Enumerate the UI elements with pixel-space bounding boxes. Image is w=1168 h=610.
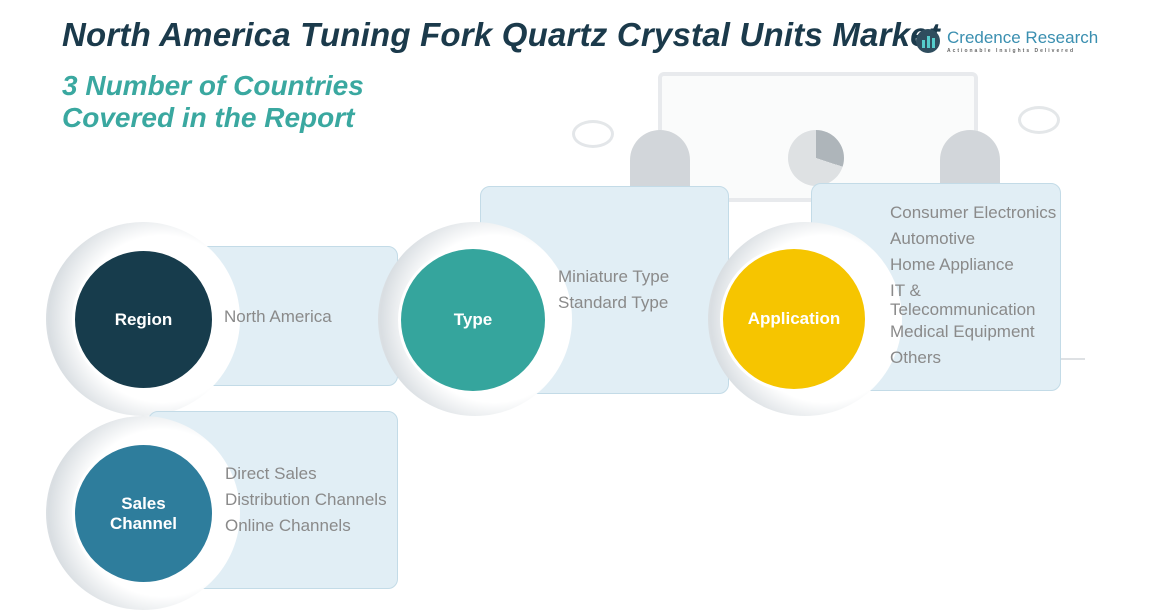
chat-bubble-icon — [1018, 106, 1060, 134]
sales-channel-item: Direct Sales — [225, 464, 317, 483]
person-icon — [630, 130, 690, 190]
application-item: Home Appliance — [890, 255, 1014, 274]
application-item: Automotive — [890, 229, 976, 248]
logo-tagline: Actionable Insights Delivered — [947, 48, 1076, 54]
logo: Credence Research Actionable Insights De… — [915, 28, 1098, 54]
subtitle-line-1: 3 Number of Countries — [62, 70, 364, 101]
sales-channel-label-1: Sales — [121, 493, 166, 513]
application-item: Others — [890, 348, 942, 367]
application-circle: Application — [720, 246, 868, 392]
type-item: Miniature Type — [558, 267, 670, 286]
logo-name: Credence Research — [947, 28, 1099, 47]
sales-channel-circle: Sales Channel — [72, 442, 215, 585]
type-label: Type — [453, 310, 493, 329]
sales-channel-items: Direct Sales Distribution Channels Onlin… — [225, 461, 387, 539]
chat-bubble-icon — [572, 120, 614, 148]
type-item: Standard Type — [558, 293, 669, 312]
page-title: North America Tuning Fork Quartz Crystal… — [62, 16, 940, 53]
sales-channel-item: Distribution Channels — [225, 490, 387, 509]
application-items: Consumer Electronics Automotive Home App… — [890, 200, 1056, 371]
sales-channel-label-2: Channel — [109, 513, 178, 533]
application-item: IT & — [890, 281, 921, 300]
logo-icon — [916, 29, 940, 53]
region-circle: Region — [72, 248, 215, 391]
application-item: Consumer Electronics — [890, 203, 1057, 222]
application-label: Application — [747, 309, 841, 328]
type-circle: Type — [398, 246, 548, 394]
subtitle-line-2: Covered in the Report — [62, 102, 355, 133]
person-icon — [940, 130, 1000, 190]
pie-chart-icon — [788, 130, 844, 186]
region-label: Region — [114, 309, 173, 329]
application-item: Telecommunication — [890, 300, 1036, 319]
application-item: Medical Equipment — [890, 322, 1035, 341]
region-item: North America — [224, 307, 332, 326]
sales-channel-item: Online Channels — [225, 516, 351, 535]
